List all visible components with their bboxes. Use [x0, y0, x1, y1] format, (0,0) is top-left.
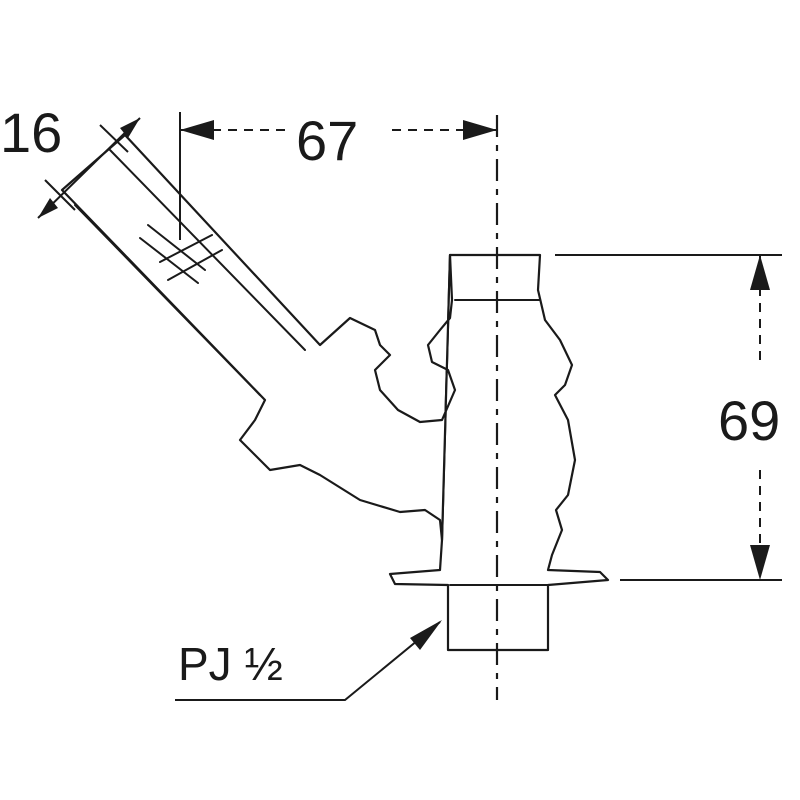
thread-leader-line — [175, 621, 441, 701]
dim-69-label: 69 — [718, 389, 780, 452]
dim-67-arrow-right — [463, 120, 497, 140]
spout-inner-line-2 — [109, 149, 306, 351]
spout-branch — [60, 133, 457, 542]
dim-16-line — [37, 117, 141, 219]
dim-16-arrow-a — [38, 198, 58, 218]
dim-16-ext-2 — [99, 124, 129, 153]
thread-spec-label: PJ ½ — [178, 638, 283, 690]
dim-16-arrow-b — [120, 118, 140, 138]
dim-69-arrow-bottom — [750, 545, 770, 580]
spout-hatch — [159, 234, 213, 263]
spout-inner-line — [74, 204, 261, 396]
spout-hatch — [139, 237, 199, 284]
faucet-body — [388, 253, 610, 652]
dim-67-arrow-left — [180, 120, 214, 140]
spout-hatch — [167, 249, 223, 281]
dim-16-label: 16 — [0, 101, 62, 164]
thread-leader-arrow — [410, 620, 442, 650]
spout-hatch — [147, 224, 206, 271]
dim-67-label: 67 — [296, 109, 358, 172]
dim-16-ext — [44, 179, 76, 211]
dim-69-arrow-top — [750, 255, 770, 290]
